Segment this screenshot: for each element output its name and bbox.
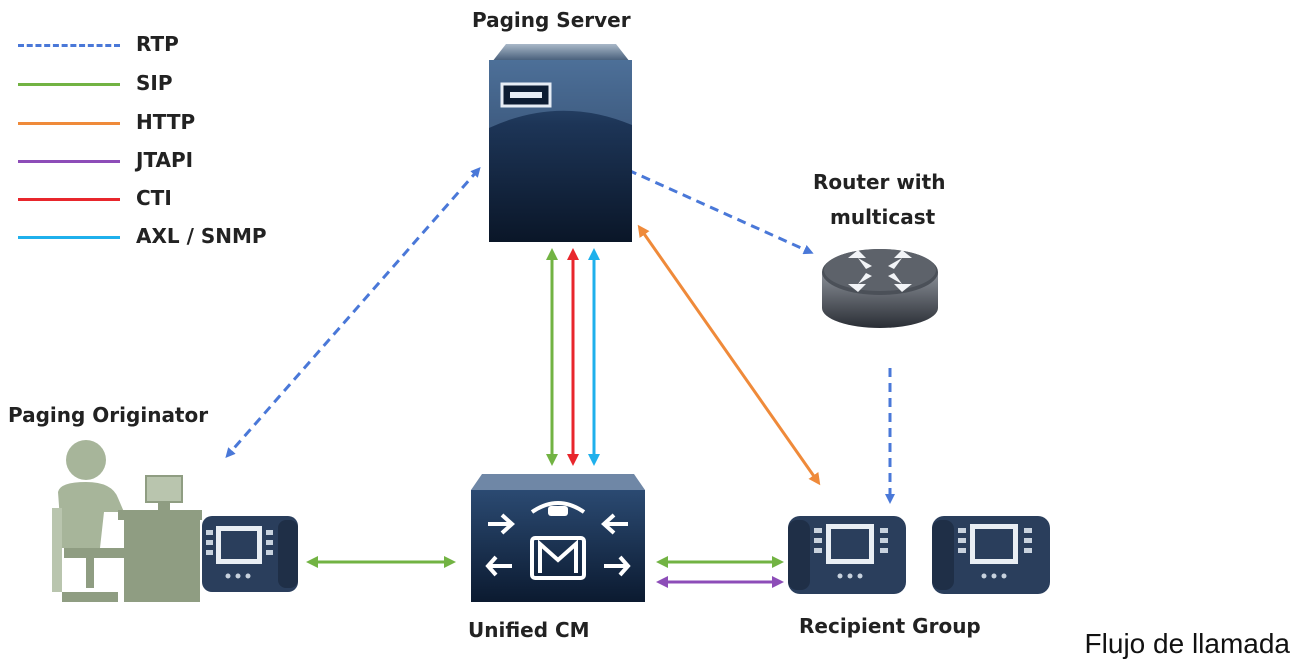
paging-server-label: Paging Server (472, 8, 631, 32)
legend-item-sip: SIP (18, 69, 318, 99)
legend-item-http: HTTP (18, 108, 318, 138)
legend-label-sip: SIP (136, 71, 173, 95)
unified-cm-label: Unified CM (468, 618, 590, 642)
ip-phone-icon (788, 516, 906, 594)
legend-line-axl-snmp (18, 236, 120, 239)
ip-phone-icon (202, 516, 298, 592)
legend-item-jtapi: JTAPI (18, 146, 318, 176)
legend-line-rtp (18, 44, 120, 47)
legend-item-cti: CTI (18, 184, 318, 214)
figure-caption: Flujo de llamada (1084, 628, 1290, 659)
legend-item-rtp: RTP (18, 30, 318, 60)
server-icon (489, 44, 632, 242)
router-label-line2: multicast (830, 205, 936, 229)
unified-cm-icon (471, 474, 645, 602)
legend-label-rtp: RTP (136, 32, 179, 56)
legend-label-cti: CTI (136, 186, 172, 210)
legend-line-sip (18, 83, 120, 86)
person-at-desk-icon (52, 440, 202, 602)
legend-label-jtapi: JTAPI (136, 148, 194, 172)
ip-phone-icon (932, 516, 1050, 594)
rtp-link-server-router (627, 168, 814, 255)
legend-line-cti (18, 198, 120, 201)
http-link-server-recipients (637, 224, 821, 486)
router-icon (822, 249, 938, 328)
recipient-group-label: Recipient Group (799, 614, 981, 638)
legend-label-http: HTTP (136, 110, 196, 134)
router-label-line1: Router with (813, 170, 946, 194)
legend-line-http (18, 122, 120, 125)
rtp-link-server-originator (225, 166, 481, 459)
paging-originator-label: Paging Originator (8, 403, 209, 427)
legend-line-jtapi (18, 160, 120, 163)
